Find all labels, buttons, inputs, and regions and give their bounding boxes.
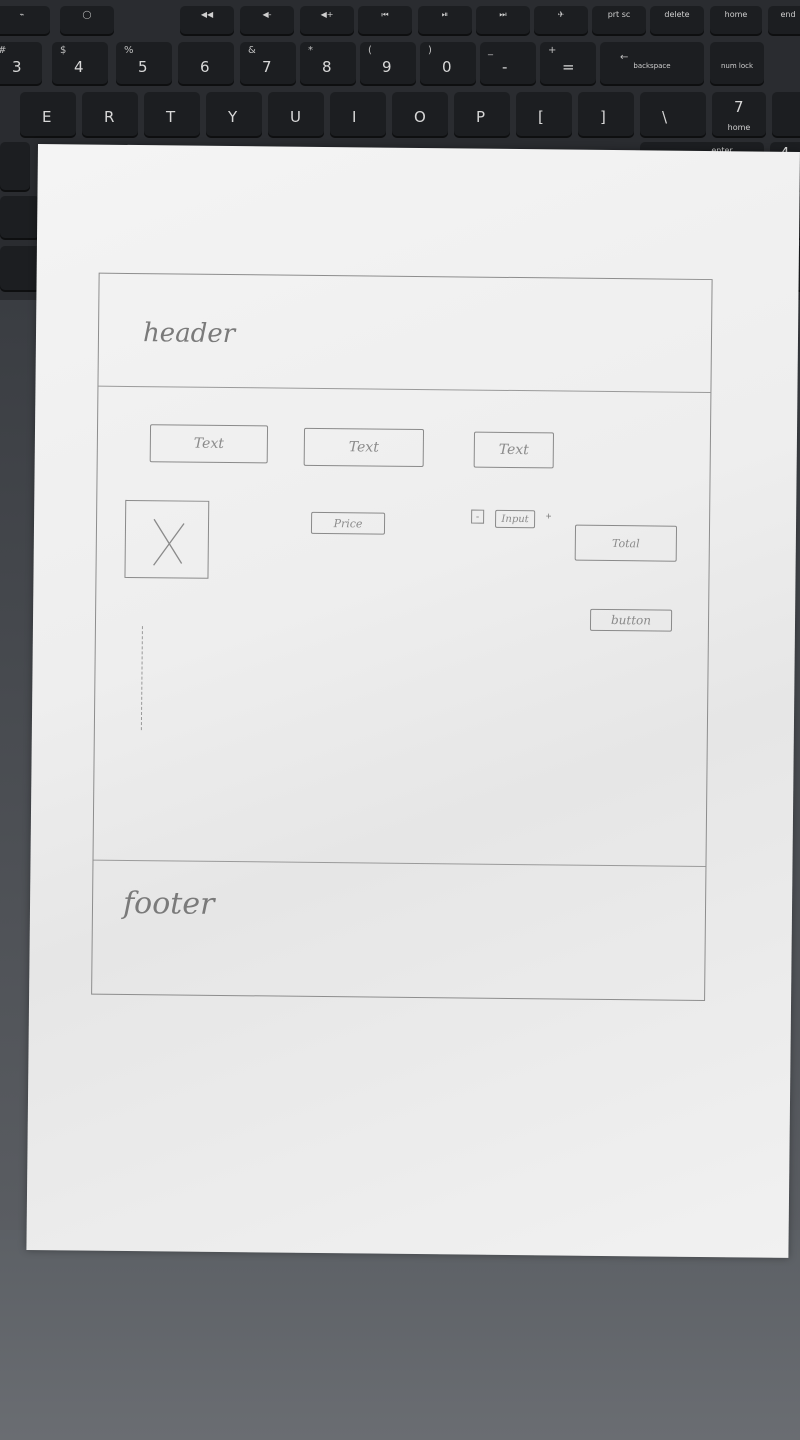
key-p: P [454,92,510,138]
key-7: &7 [240,42,296,86]
image-placeholder-x-icon [153,518,185,566]
text-box-3: Text [473,431,555,469]
key-equals: += [540,42,596,86]
fn-key: ⏮ [358,6,412,36]
fn-key: ⏭ [476,6,530,36]
fn-key: ⏯ [418,6,472,36]
wireframe-page: header Text Text Text Price - Input + To… [91,272,713,1002]
key-t: T [144,92,200,138]
footer-divider [93,859,706,868]
fn-key: prt sc [592,6,646,36]
key-i: I [330,92,386,138]
fn-key: ✈ [534,6,588,36]
footer-label: footer [122,885,215,922]
paper-sheet: header Text Text Text Price - Input + To… [26,144,800,1258]
quantity-input[interactable]: Input [495,509,536,529]
fn-key: delete [650,6,704,36]
key-bracket-close: ] [578,92,634,138]
key-bracket-open: [ [516,92,572,138]
text-box-2: Text [303,427,425,468]
key-num-lock: num lock [710,42,764,86]
key-numpad-slash [772,92,800,138]
key-9: (9 [360,42,416,86]
key-3: #3 [0,42,42,86]
action-button[interactable]: button [589,608,673,632]
key-e: E [20,92,76,138]
text-box-1: Text [149,424,269,464]
sketch-dashed-line [140,626,143,731]
fn-key: home [710,6,762,36]
desk-surface [0,1230,800,1440]
fn-key: ◀◀ [180,6,234,36]
key-backspace: ←backspace [600,42,704,86]
header-divider [98,385,711,394]
fn-key: ⌁ [0,6,50,36]
header-label: header [142,318,236,350]
fn-key: ◯ [60,6,114,36]
key-r: R [82,92,138,138]
price-label: Price [310,511,386,535]
key-alt [0,246,40,292]
key-backslash: \ [640,92,706,138]
total-label: Total [574,524,678,562]
key-5: %5 [116,42,172,86]
key-minus: _- [480,42,536,86]
key-caps [0,142,30,192]
key-0: )0 [420,42,476,86]
key-4: $4 [52,42,108,86]
image-placeholder [124,499,210,579]
fn-key: end [768,6,800,36]
key-shift [0,196,40,240]
fn-key: ◀+ [300,6,354,36]
key-o: O [392,92,448,138]
fn-key: ◀- [240,6,294,36]
key-y: Y [206,92,262,138]
key-8: *8 [300,42,356,86]
stepper-minus-button[interactable]: - [471,509,485,524]
key-6: 6 [178,42,234,86]
key-u: U [268,92,324,138]
stepper-plus-button[interactable]: + [545,510,552,522]
